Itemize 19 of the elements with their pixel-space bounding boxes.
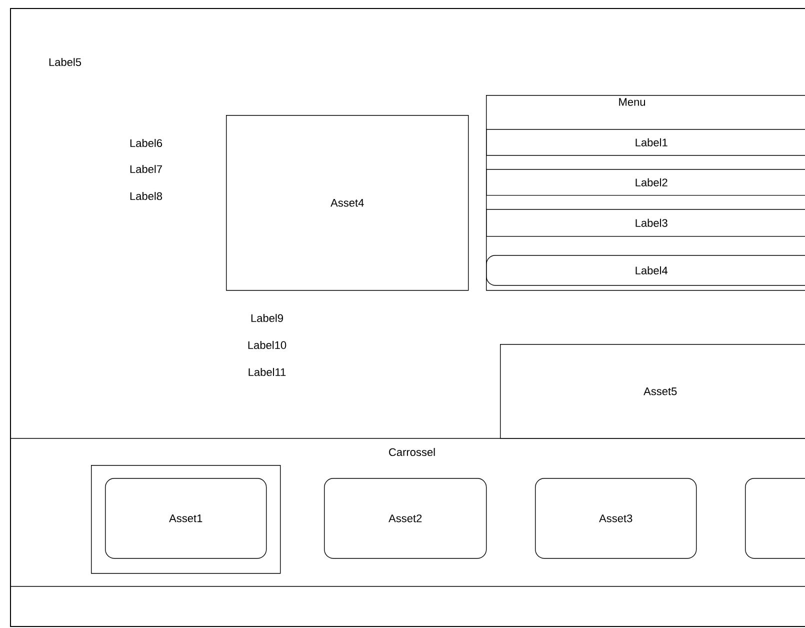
text-label: Label7 — [130, 164, 162, 174]
text-label: Label11 — [248, 368, 286, 376]
text-label: Label5 — [49, 58, 82, 66]
carousel-card — [745, 478, 805, 559]
asset-box: Asset5 — [500, 344, 805, 439]
menu-item: Label4 — [486, 255, 805, 286]
carousel-card: Asset3 — [535, 478, 697, 559]
text-label: Label10 — [248, 340, 286, 350]
menu-item: Label2 — [486, 169, 805, 196]
carousel-card: Asset2 — [324, 478, 487, 559]
text-label: Label6 — [130, 138, 162, 148]
text-label: Label8 — [130, 192, 162, 200]
text-label: Label9 — [251, 314, 283, 322]
carousel-card: Asset1 — [105, 478, 267, 559]
page-frame — [10, 8, 805, 627]
asset-box: Asset4 — [226, 115, 469, 291]
menu-item: Label3 — [486, 209, 805, 237]
selection-frame — [91, 465, 281, 574]
menu-item: Label1 — [486, 129, 805, 156]
